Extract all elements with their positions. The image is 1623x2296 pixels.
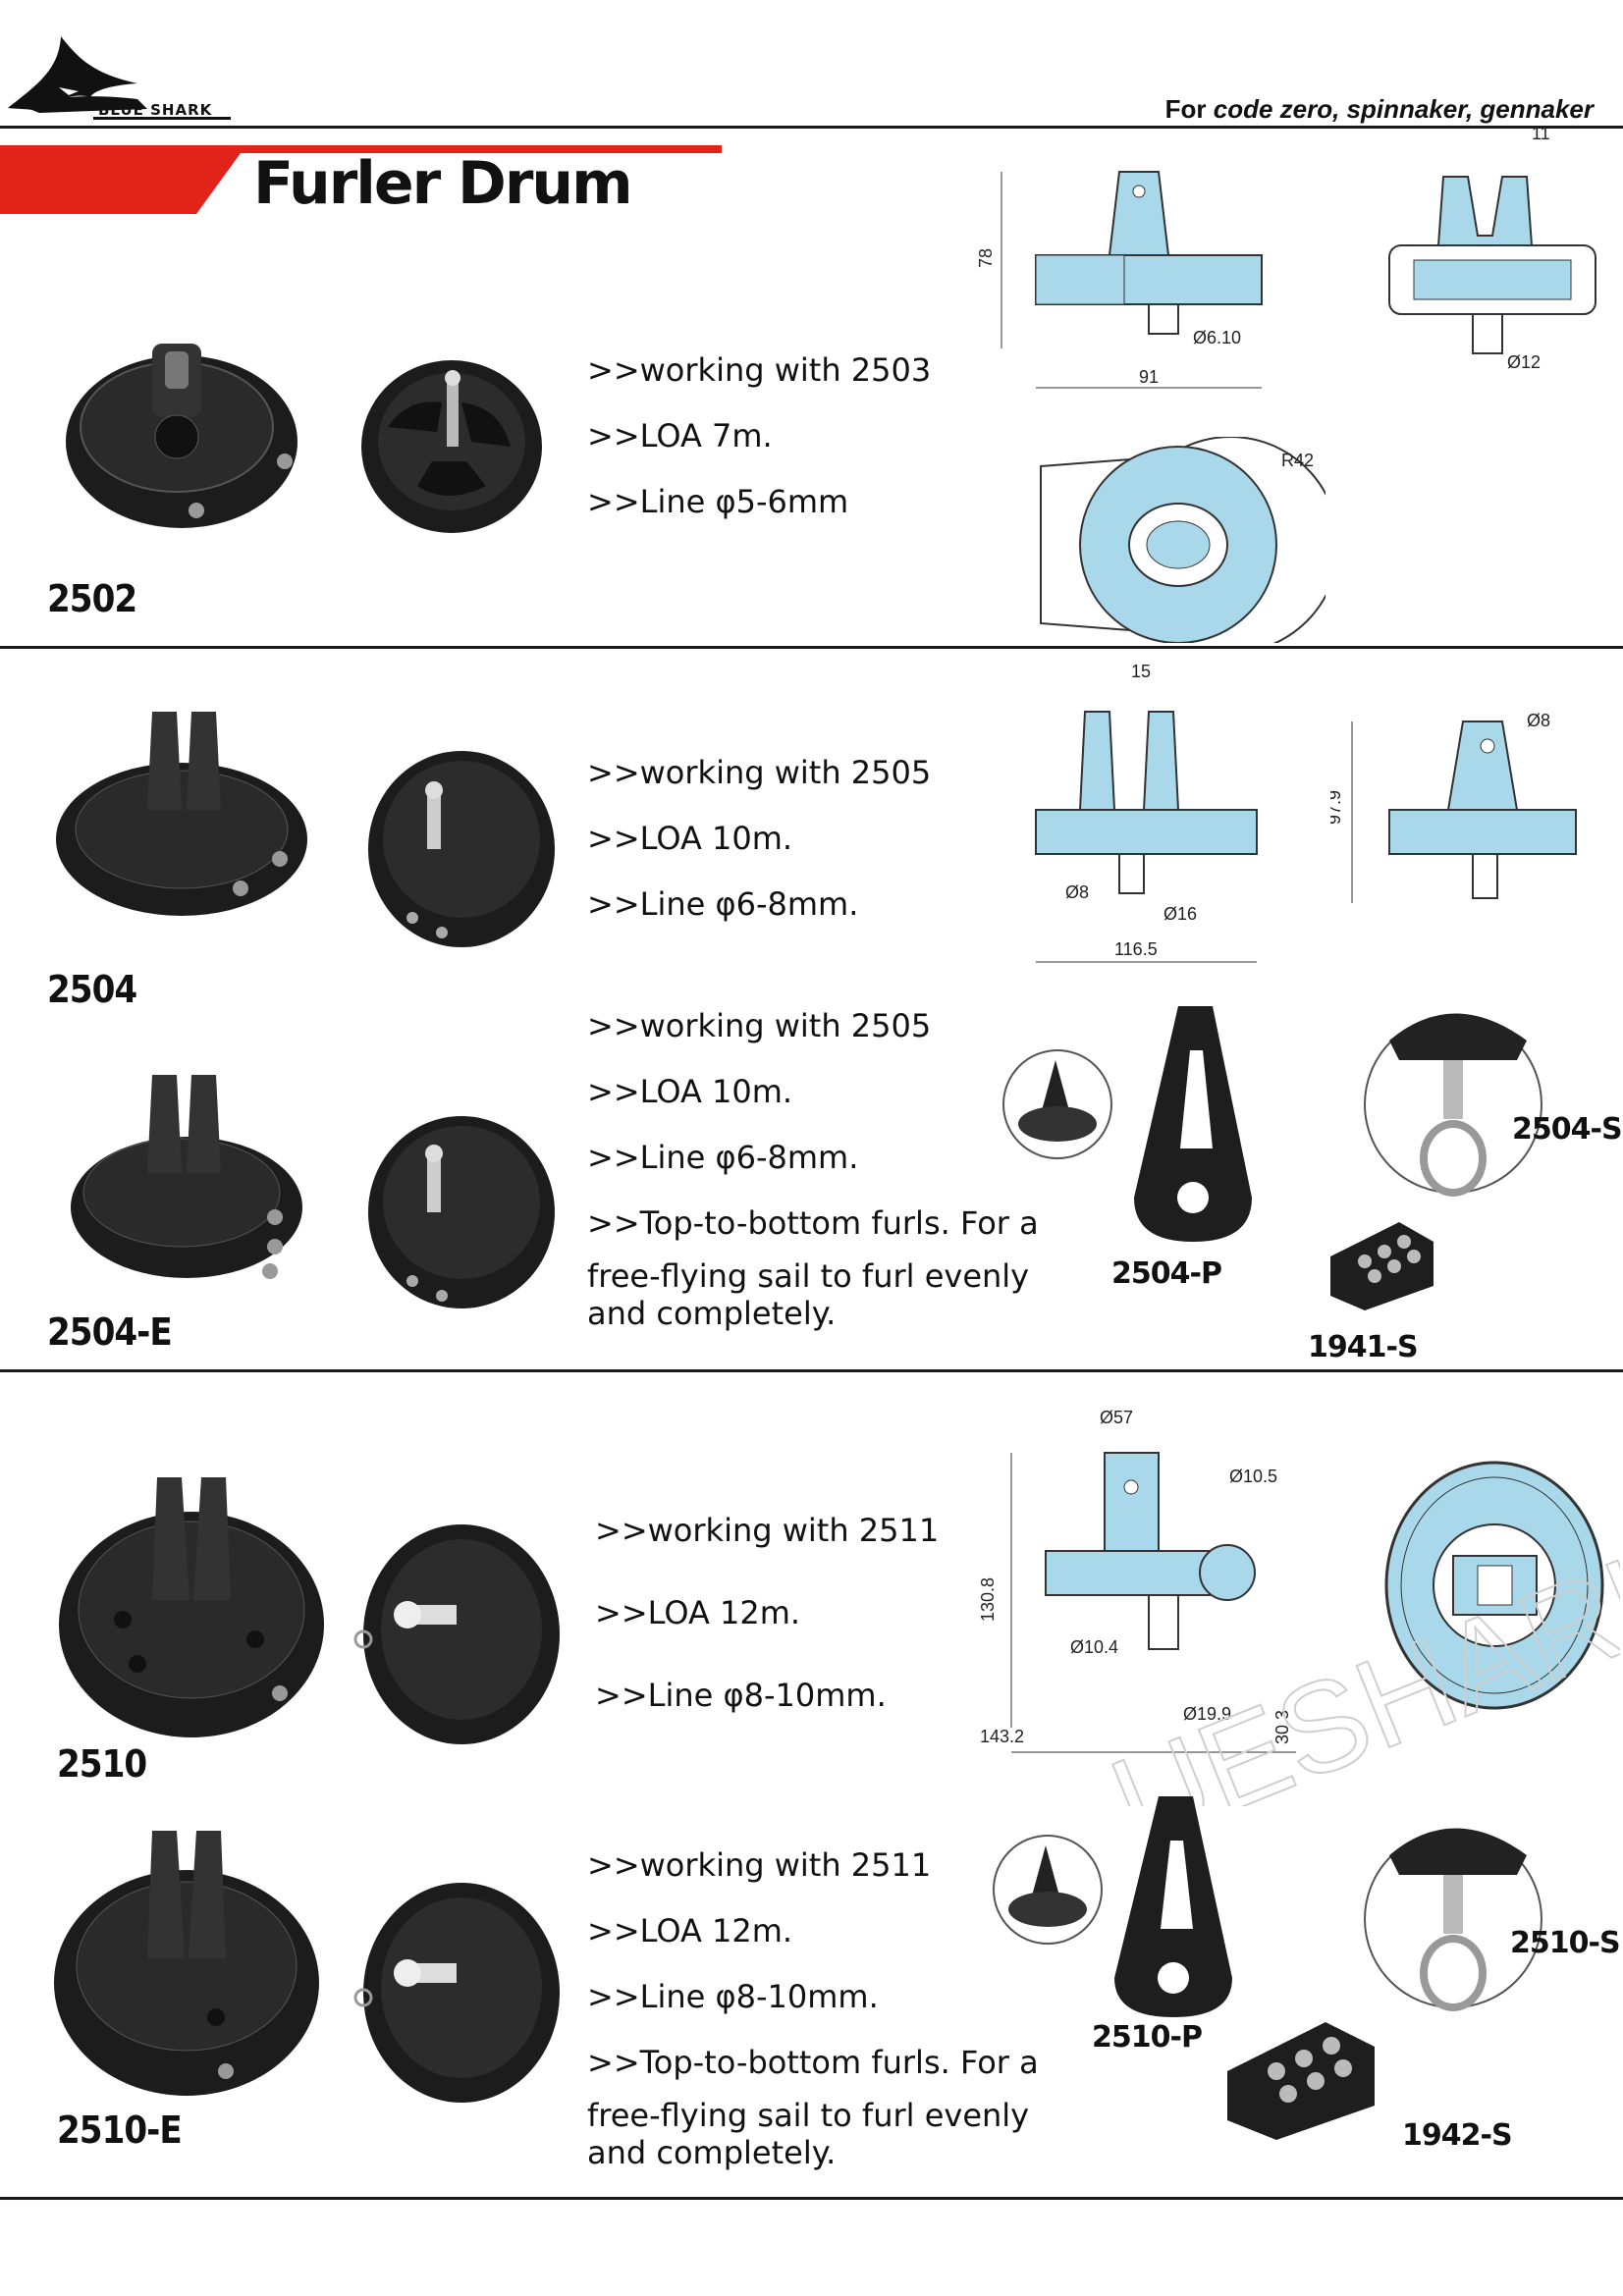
logo-text: BLUE SHARK	[98, 101, 213, 119]
title-banner	[0, 145, 722, 214]
spec-item: >>Line φ6-8mm.	[587, 1139, 859, 1176]
dim-hole: Ø10.5	[1229, 1467, 1277, 1486]
spec-list: >>working with 2503 >>LOA 7m. >>Line φ5-…	[587, 353, 931, 518]
product-photo-2504e-top	[71, 1075, 302, 1279]
dim-shaft: Ø10.4	[1070, 1637, 1118, 1657]
spec-item: >>working with 2505	[587, 754, 932, 791]
accessory-label: 2504-S	[1512, 1112, 1623, 1147]
spec-item: >>LOA 12m.	[587, 1912, 793, 1949]
spec-item: free-flying sail to furl evenly	[587, 1257, 1030, 1295]
spec-item: >>Line φ6-8mm.	[587, 885, 859, 923]
spec-item: >>Top-to-bottom furls. For a	[587, 2044, 1039, 2081]
technical-drawing-2502-front: 11 Ø12	[1388, 128, 1596, 372]
model-number: 2510-E	[57, 2109, 183, 2152]
accessory-label: 1942-S	[1402, 2118, 1513, 2153]
spec-item: and completely.	[587, 2134, 837, 2171]
dim-top: Ø57	[1100, 1408, 1133, 1427]
section-divider	[0, 2197, 1623, 2200]
accessory-photo-1942s	[1227, 2022, 1375, 2140]
product-photo-2504-bottom	[368, 751, 555, 947]
tagline-rest: code zero, spinnaker, gennaker	[1213, 94, 1594, 124]
spec-item: >>LOA 12m.	[595, 1594, 801, 1631]
dim-top: 15	[1131, 663, 1151, 681]
technical-drawing-2510-plan	[1384, 1461, 1604, 1710]
dim-hole: Ø6.10	[1193, 328, 1241, 347]
spec-list: >>working with 2511 >>LOA 12m. >>Line φ8…	[587, 1848, 1039, 2169]
spec-list: >>working with 2511 >>LOA 12m. >>Line φ8…	[595, 1514, 939, 1712]
accessory-label: 1941-S	[1308, 1330, 1419, 1364]
technical-drawing-2502-plan: R42	[1040, 437, 1325, 643]
model-number: 2504	[47, 968, 137, 1011]
dim-hole2: Ø8	[1527, 711, 1550, 730]
tagline-lead: For	[1164, 94, 1214, 124]
header-rule	[0, 126, 1623, 129]
spec-item: >>working with 2503	[587, 351, 932, 389]
technical-drawing-2504-side: 15 Ø8 Ø16 116.5	[1035, 663, 1258, 963]
spec-item: >>working with 2511	[595, 1512, 940, 1549]
model-number: 2510	[57, 1742, 147, 1786]
product-photo-2510e-top	[54, 1831, 319, 2096]
accessory-label: 2510-S	[1510, 1926, 1621, 1960]
product-photo-2502-top	[66, 344, 298, 528]
technical-drawing-2502-side: 78 Ø6.10 91	[976, 171, 1263, 389]
dim-bottom: 30.3	[1272, 1710, 1292, 1744]
technical-drawing-2510-side: Ø57 Ø10.5 130.8 Ø10.4 Ø19.9 143.2 30.3	[978, 1408, 1296, 1753]
model-number: 2504-E	[47, 1310, 173, 1354]
product-photo-2504-top	[56, 712, 307, 916]
dim-radius: R42	[1281, 451, 1314, 470]
spec-item: free-flying sail to furl evenly	[587, 2097, 1030, 2134]
watermark: UESHARK	[1092, 1510, 1620, 1806]
dim-bottom: Ø12	[1507, 352, 1541, 372]
product-photo-2510-bottom	[353, 1524, 560, 1744]
product-photo-2510e-bottom	[353, 1883, 560, 2103]
accessory-label: 2504-P	[1111, 1256, 1222, 1291]
dim-height: 130.8	[978, 1577, 998, 1622]
dim-pin: Ø19.9	[1183, 1704, 1231, 1724]
spec-item: >>Line φ8-10mm.	[595, 1677, 887, 1714]
spec-item: >>LOA 7m.	[587, 417, 773, 454]
accessory-photo-2504s	[1364, 1013, 1542, 1197]
product-photo-2504e-bottom	[368, 1116, 555, 1308]
spec-item: >>working with 2505	[587, 1007, 932, 1044]
brand-logo: BLUE SHARK	[0, 15, 236, 128]
spec-item: >>Line φ5-6mm	[587, 483, 849, 520]
product-photo-2502-bottom	[361, 360, 542, 533]
spec-item: >>Line φ8-10mm.	[587, 1978, 879, 2015]
dim-pin: Ø16	[1163, 904, 1197, 924]
section-divider	[0, 1369, 1623, 1372]
accessory-photo-1941s	[1330, 1222, 1434, 1310]
spec-item: >>LOA 10m.	[587, 820, 793, 857]
dim-width: 116.5	[1114, 939, 1158, 959]
page-title: Furler Drum	[253, 149, 633, 218]
accessory-photo-2510p	[1114, 1796, 1232, 2017]
dim-width: 91	[1139, 367, 1159, 387]
accessory-photo-swivel-base	[1002, 1049, 1112, 1159]
accessory-photo-2504p	[1134, 1006, 1252, 1242]
watermark-text: UESHARK	[1093, 1511, 1620, 1806]
accessory-label: 2510-P	[1092, 2020, 1203, 2055]
technical-drawing-2504-front: 97.9 Ø8	[1330, 711, 1577, 903]
dim-hole: Ø8	[1065, 882, 1089, 902]
spec-item: >>LOA 10m.	[587, 1073, 793, 1110]
dim-top: 11	[1532, 128, 1550, 143]
dim-width: 143.2	[980, 1727, 1024, 1746]
section-divider	[0, 646, 1623, 649]
dim-height: 78	[976, 248, 996, 268]
dim-height: 97.9	[1330, 790, 1344, 825]
accessory-photo-2510s	[1364, 1828, 1542, 2011]
shark-logo-icon	[8, 36, 231, 120]
spec-list: >>working with 2505 >>LOA 10m. >>Line φ6…	[587, 756, 931, 921]
spec-item: >>working with 2511	[587, 1846, 932, 1884]
model-number: 2502	[47, 577, 137, 620]
spec-item: and completely.	[587, 1295, 837, 1332]
tagline: For code zero, spinnaker, gennaker	[1165, 94, 1594, 125]
spec-list: >>working with 2505 >>LOA 10m. >>Line φ6…	[587, 1009, 1039, 1330]
product-photo-2510-top	[59, 1477, 324, 1737]
spec-item: >>Top-to-bottom furls. For a	[587, 1204, 1039, 1242]
accessory-photo-swivel-base	[993, 1835, 1103, 1945]
